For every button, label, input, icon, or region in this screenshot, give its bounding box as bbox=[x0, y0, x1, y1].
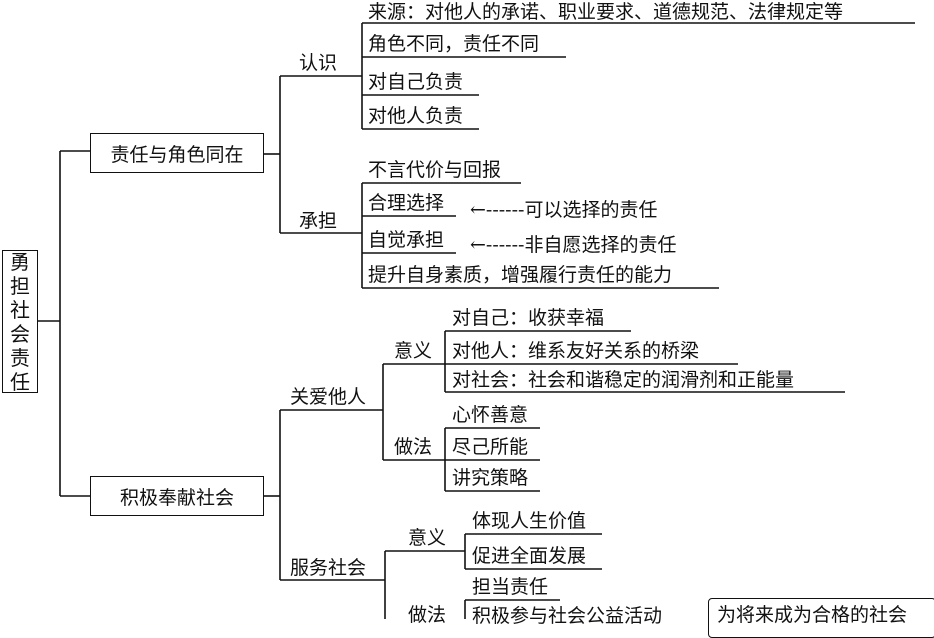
root-node: 勇 担 社 会 责 任 bbox=[2, 249, 38, 394]
root-char: 任 bbox=[10, 369, 30, 394]
node-fuwu-yiyi: 意义 bbox=[408, 527, 447, 549]
leaf-renshi-2: 角色不同，责任不同 bbox=[368, 33, 540, 55]
branch-contribute-society: 积极奉献社会 bbox=[90, 476, 264, 516]
leaf-renshi-1: 来源：对他人的承诺、职业要求、道德规范、法律规定等 bbox=[368, 1, 844, 23]
node-chengdan: 承担 bbox=[299, 210, 338, 232]
node-guanai-zuofa: 做法 bbox=[394, 436, 433, 458]
leaf-guanai-zuofa-1: 心怀善意 bbox=[452, 404, 529, 426]
leaf-guanai-yiyi-2: 对他人：维系友好关系的桥梁 bbox=[452, 340, 700, 362]
leaf-guanai-zuofa-2: 尽己所能 bbox=[452, 436, 529, 458]
node-fuwu: 服务社会 bbox=[290, 557, 367, 579]
leaf-fuwu-yiyi-2: 促进全面发展 bbox=[472, 545, 587, 567]
leaf-guanai-zuofa-3: 讲究策略 bbox=[452, 467, 529, 489]
root-char: 担 bbox=[10, 273, 30, 298]
leaf-fuwu-yiyi-1: 体现人生价值 bbox=[472, 510, 587, 532]
root-char: 勇 bbox=[10, 249, 30, 274]
leaf-renshi-3: 对自己负责 bbox=[368, 71, 464, 93]
leaf-renshi-4: 对他人负责 bbox=[368, 105, 464, 127]
node-guanai-yiyi: 意义 bbox=[394, 340, 433, 362]
leaf-fuwu-zuofa-1: 担当责任 bbox=[472, 576, 549, 598]
root-char: 社 bbox=[10, 297, 30, 322]
leaf-chengdan-2: 合理选择 bbox=[368, 192, 445, 214]
branch-responsibility-role: 责任与角色同在 bbox=[90, 133, 264, 173]
connector-lines bbox=[38, 22, 915, 619]
node-renshi: 认识 bbox=[299, 52, 338, 74]
node-guanai: 关爱他人 bbox=[290, 386, 367, 408]
root-char: 会 bbox=[10, 321, 30, 346]
leaf-guanai-yiyi-1: 对自己：收获幸福 bbox=[452, 307, 605, 329]
node-fuwu-zuofa: 做法 bbox=[408, 604, 447, 626]
leaf-fuwu-zuofa-2: 积极参与社会公益活动 bbox=[472, 605, 663, 627]
leaf-guanai-yiyi-3: 对社会：社会和谐稳定的润滑剂和正能量 bbox=[452, 369, 795, 391]
leaf-chengdan-4: 提升自身素质，增强履行责任的能力 bbox=[368, 264, 673, 286]
note-involuntary: ←------非自愿选择的责任 bbox=[470, 234, 677, 256]
leaf-chengdan-3: 自觉承担 bbox=[368, 229, 445, 251]
leaf-chengdan-1: 不言代价与回报 bbox=[368, 159, 502, 181]
note-choosable: ←------可以选择的责任 bbox=[470, 199, 658, 221]
root-char: 责 bbox=[10, 345, 30, 370]
note-box-future-citizen: 为将来成为合格的社会 bbox=[708, 598, 934, 638]
